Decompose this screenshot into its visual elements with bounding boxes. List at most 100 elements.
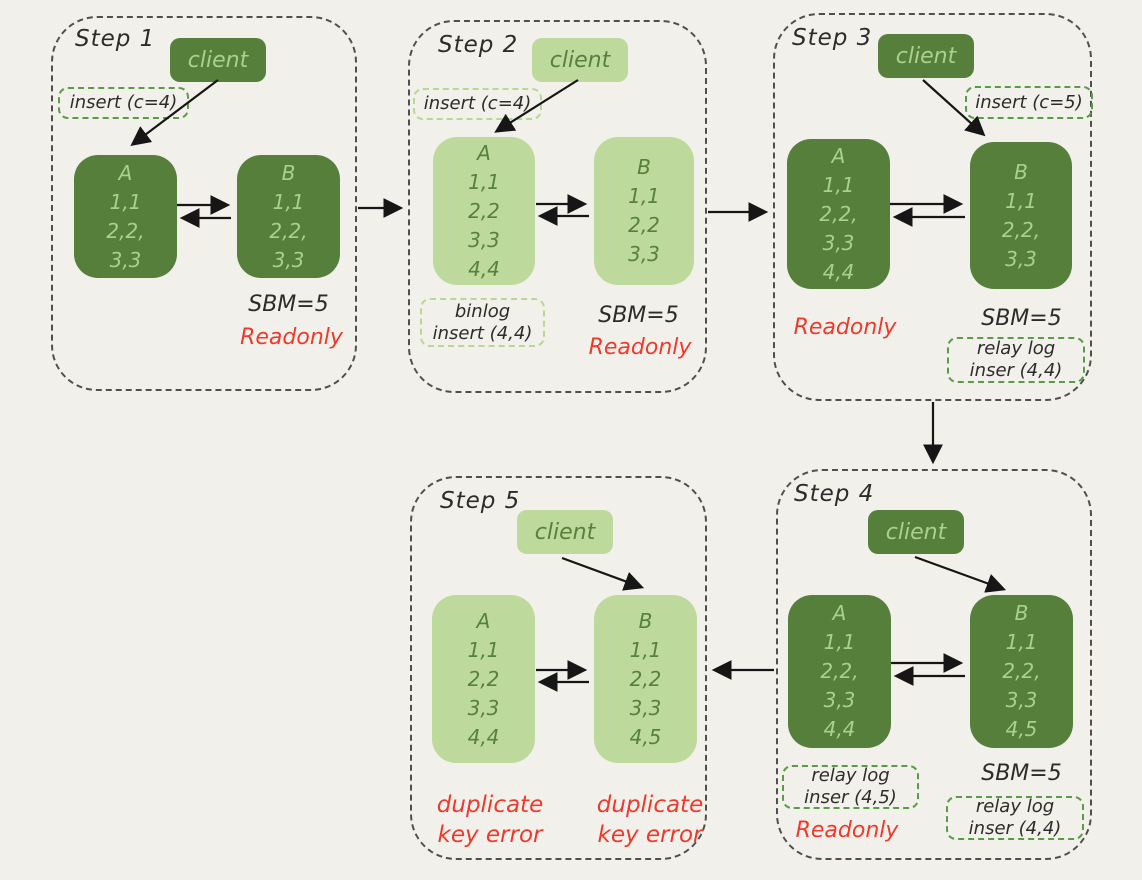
- step1-container: Step 1 client insert (c=4) A 1,1 2,2, 3,…: [51, 16, 357, 391]
- step5-node-a-row: 2,2: [467, 666, 500, 691]
- step1-node-a-title: A: [118, 160, 133, 185]
- step3-node-b-title: B: [1014, 159, 1028, 184]
- step1-client-label: client: [187, 47, 249, 73]
- step3-relay-line1: relay log: [976, 338, 1056, 359]
- step4-node-a-title: A: [832, 601, 847, 625]
- step3-readonly-text: Readonly: [793, 315, 897, 340]
- step1-node-b: B 1,1 2,2, 3,3: [237, 155, 340, 278]
- step5-label: Step 5: [440, 488, 521, 514]
- step2-node-a-title: A: [477, 140, 491, 165]
- step4-sbm-text: SBM=5: [981, 761, 1062, 786]
- step3-node-b-row: 3,3: [1005, 246, 1037, 271]
- step2-sbm-text: SBM=5: [598, 303, 679, 328]
- step4-client-box: client: [868, 510, 964, 554]
- step3-node-a-row: 2,2,: [819, 201, 858, 226]
- step1-node-a-row: 2,2,: [106, 218, 145, 243]
- step4-relay-a-line2: inser (4,5): [804, 787, 897, 808]
- step4-node-b-row: 2,2,: [1002, 659, 1041, 683]
- step2-node-b-row: 3,3: [628, 242, 660, 266]
- step5-container: Step 5 client A 1,1 2,2 3,3 4,4 B 1,1 2,…: [410, 476, 707, 860]
- step2-node-b-row: 2,2: [628, 213, 660, 237]
- step4-label: Step 4: [794, 481, 875, 507]
- step3-node-a-row: 3,3: [822, 230, 855, 255]
- step4-relay-b-line2: inser (4,4): [968, 818, 1062, 839]
- step4-node-a-row: 1,1: [823, 630, 856, 654]
- step2-node-a-row: 1,1: [468, 169, 500, 194]
- step3-node-b-row: 2,2,: [1001, 217, 1041, 242]
- step5-node-b-row: 1,1: [629, 637, 662, 662]
- step4-node-a: A 1,1 2,2, 3,3 4,4: [788, 595, 891, 748]
- step1-readonly-text: Readonly: [240, 325, 343, 350]
- step4-node-a-row: 4,4: [823, 717, 856, 741]
- step5-node-b-title: B: [638, 608, 653, 633]
- step5-node-b: B 1,1 2,2 3,3 4,5: [594, 595, 697, 763]
- step2-node-b-title: B: [637, 155, 651, 179]
- step1-sbm-text: SBM=5: [248, 292, 329, 317]
- step2-binlog-line1: binlog: [454, 300, 511, 322]
- step3-insert-tag: insert (c=5): [965, 86, 1093, 119]
- step5-node-a-title: A: [476, 608, 491, 633]
- step3-node-b: B 1,1 2,2, 3,3: [970, 142, 1072, 289]
- step2-binlog-line2: insert (4,4): [432, 322, 533, 344]
- step4-node-b-row: 1,1: [1005, 630, 1038, 654]
- step1-label: Step 1: [75, 26, 156, 52]
- step2-node-a-row: 2,2: [468, 198, 500, 223]
- step2-node-b-row: 1,1: [628, 184, 660, 208]
- step3-insert-label: insert (c=5): [975, 91, 1083, 113]
- step3-relay-line2: inser (4,4): [969, 360, 1063, 381]
- step4-relay-log-a-tag: relay log inser (4,5): [782, 765, 919, 809]
- step5-node-a-row: 3,3: [467, 695, 500, 720]
- step5-client-label: client: [534, 519, 596, 545]
- step5-error-a-text: duplicate key error: [434, 790, 546, 850]
- step4-node-b: B 1,1 2,2, 3,3 4,5: [970, 595, 1073, 748]
- step2-node-b: B 1,1 2,2 3,3: [594, 137, 694, 285]
- step3-client-label: client: [895, 43, 957, 69]
- step4-node-b-row: 3,3: [1005, 688, 1038, 712]
- step5-error-b-line1: duplicate: [596, 792, 704, 818]
- step4-relay-b-line1: relay log: [975, 796, 1055, 817]
- step4-client-label: client: [885, 519, 947, 545]
- step3-label: Step 3: [792, 25, 873, 51]
- step2-binlog-tag: binlog insert (4,4): [420, 298, 545, 347]
- step1-node-b-row: 3,3: [272, 247, 305, 272]
- step2-node-a-row: 3,3: [468, 227, 500, 252]
- step1-insert-tag: insert (c=4): [58, 87, 189, 119]
- step1-node-a-row: 3,3: [109, 247, 142, 272]
- step3-sbm-text: SBM=5: [981, 306, 1062, 331]
- step4-readonly-text: Readonly: [795, 818, 899, 843]
- step3-node-a-title: A: [831, 143, 846, 168]
- step3-client-box: client: [878, 34, 974, 78]
- step1-node-a-row: 1,1: [109, 189, 142, 214]
- step3-node-a-row: 1,1: [822, 172, 855, 197]
- step3-node-a: A 1,1 2,2, 3,3 4,4: [787, 139, 890, 289]
- step1-client-box: client: [170, 38, 266, 82]
- step1-node-b-row: 2,2,: [269, 218, 308, 243]
- step3-node-a-row: 4,4: [822, 259, 855, 284]
- step5-node-b-row: 2,2: [629, 666, 662, 691]
- step1-node-a: A 1,1 2,2, 3,3: [74, 155, 177, 278]
- step3-node-b-row: 1,1: [1005, 188, 1037, 213]
- step2-readonly-text: Readonly: [588, 335, 692, 360]
- step2-insert-label: insert (c=4): [423, 93, 532, 114]
- step2-node-a: A 1,1 2,2 3,3 4,4: [433, 137, 535, 285]
- step3-relay-log-tag: relay log inser (4,4): [947, 337, 1085, 383]
- step2-insert-tag: insert (c=4): [413, 88, 542, 120]
- step5-error-a-line2: key error: [437, 822, 543, 848]
- step5-node-a: A 1,1 2,2 3,3 4,4: [432, 595, 535, 763]
- step5-error-b-text: duplicate key error: [594, 790, 706, 850]
- step4-node-b-row: 4,5: [1005, 717, 1038, 741]
- step1-node-b-row: 1,1: [272, 189, 305, 214]
- step4-relay-log-b-tag: relay log inser (4,4): [946, 796, 1084, 840]
- step5-error-b-line2: key error: [597, 822, 703, 848]
- step5-error-a-line1: duplicate: [436, 792, 544, 818]
- step5-client-box: client: [517, 510, 613, 554]
- step5-node-a-row: 4,4: [467, 724, 500, 749]
- step1-node-b-title: B: [281, 160, 296, 185]
- step4-node-b-title: B: [1014, 601, 1029, 625]
- step2-client-label: client: [549, 47, 611, 73]
- step5-node-b-row: 4,5: [629, 724, 662, 749]
- step2-container: Step 2 client insert (c=4) A 1,1 2,2 3,3…: [408, 20, 707, 393]
- step2-node-a-row: 4,4: [468, 256, 500, 281]
- step1-insert-label: insert (c=4): [69, 92, 178, 113]
